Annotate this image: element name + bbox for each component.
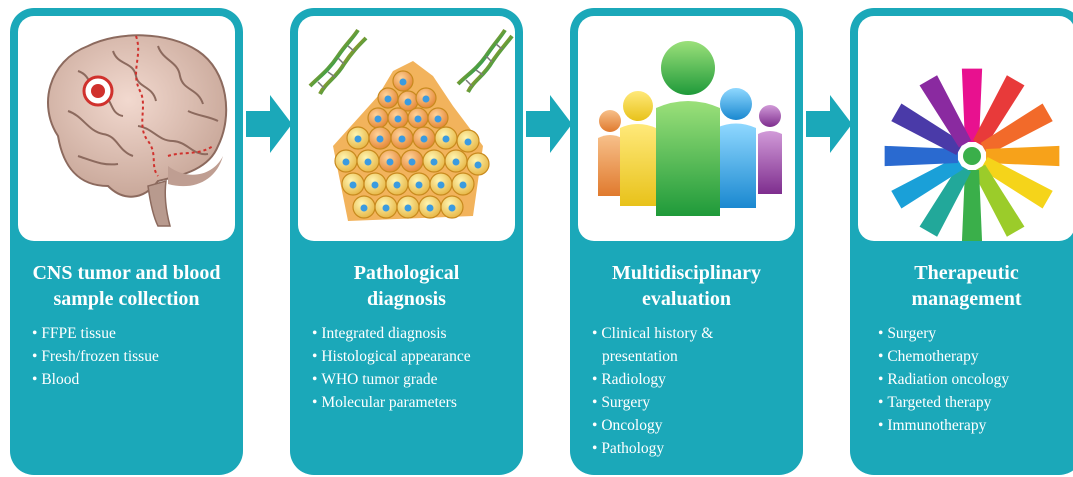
list-item: Surgery [592,391,772,414]
step-card-therapeutic-management: Therapeutic management Surgery Chemother… [850,8,1073,475]
arrow-right-icon [526,95,572,153]
brain-icon [47,34,228,227]
image-panel [18,16,235,241]
list-item: Immunotherapy [878,414,1009,437]
list-item: Fresh/frozen tissue [32,345,159,368]
petal-shape [972,164,1025,237]
radial-petals-icon [884,68,1060,241]
list-item: Integrated diagnosis [312,322,471,345]
step-title: Pathological diagnosis [353,262,460,310]
list-item: FFPE tissue [32,322,159,345]
petal-shape [884,145,958,167]
petal-shape [980,103,1053,156]
dna-left-icon [308,28,368,95]
list-item: Surgery [878,322,1009,345]
list-item: Chemotherapy [878,345,1009,368]
step-item-list: FFPE tissue Fresh/frozen tissue Blood [32,322,159,391]
list-item: WHO tumor grade [312,368,471,391]
step-title: CNS tumor and blood sample collection [32,262,221,310]
image-panel [858,16,1073,241]
petal-shape [891,156,964,209]
step-title: Multidisciplinary evaluation [612,262,761,310]
arrow-right-icon [806,95,852,153]
image-panel [298,16,515,241]
list-item: Clinical history & presentation [592,322,772,368]
step-item-list: Integrated diagnosis Histological appear… [312,322,471,414]
step-card-multidisciplinary-evaluation: Multidisciplinary evaluation Clinical hi… [570,8,803,475]
step-title: Therapeutic management [911,262,1022,310]
list-item: Oncology [592,414,772,437]
list-item: Pathology [592,437,772,460]
list-item: Blood [32,368,159,391]
step-card-sample-collection: CNS tumor and blood sample collection FF… [10,8,243,475]
petal-shape [891,103,964,156]
list-item: Molecular parameters [312,391,471,414]
image-panel [578,16,795,241]
step-item-list: Surgery Chemotherapy Radiation oncology … [878,322,1009,437]
step-item-list: Clinical history & presentation Radiolog… [592,322,772,460]
list-item: Targeted therapy [878,391,1009,414]
petal-shape [919,75,972,148]
arrow-right-icon [246,95,292,153]
petal-shape [986,145,1060,167]
list-item: Histological appearance [312,345,470,368]
petal-shape [980,156,1053,209]
cells-dna-icon [308,28,514,221]
petal-shape [972,75,1025,148]
people-team-icon [598,41,782,216]
list-item: Radiology [592,368,772,391]
list-item: Radiation oncology [878,368,1009,391]
dna-right-icon [456,28,514,93]
petal-shape [919,164,972,237]
petal-shape [961,68,983,142]
step-card-pathological-diagnosis: Pathological diagnosis Integrated diagno… [290,8,523,475]
petal-shape [961,170,983,241]
